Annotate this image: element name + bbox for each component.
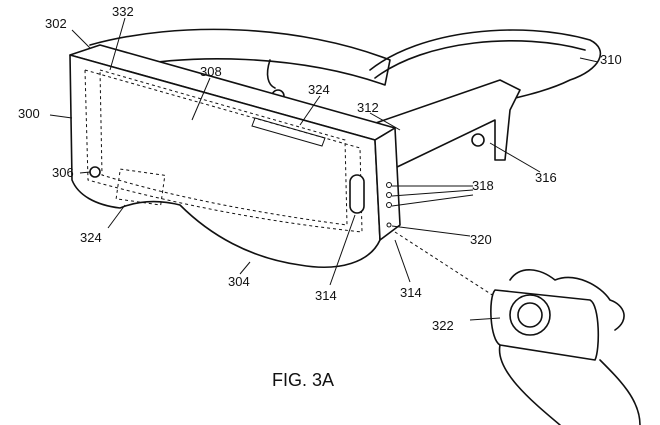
label-310: 310 [600, 52, 622, 67]
hand [498, 269, 641, 425]
housing-side [374, 127, 401, 241]
temple-arm-left [89, 28, 391, 86]
signal-line [394, 231, 501, 301]
label-322: 322 [432, 318, 454, 333]
head-strap [369, 29, 602, 111]
label-308: 308 [200, 64, 222, 79]
leader-lines [49, 17, 599, 321]
label-320: 320 [470, 232, 492, 247]
label-304: 304 [228, 274, 250, 289]
component-324-lower [115, 168, 166, 206]
temple-arm-right [369, 79, 521, 169]
label-332: 332 [112, 4, 134, 19]
label-324-top: 324 [308, 82, 330, 97]
label-324-lower: 324 [80, 230, 102, 245]
label-314-side: 314 [400, 285, 422, 300]
label-312: 312 [357, 100, 379, 115]
slot-314 [349, 174, 365, 214]
button-306[interactable] [89, 166, 101, 178]
housing-front [69, 54, 381, 268]
label-318: 318 [472, 178, 494, 193]
label-302: 302 [45, 16, 67, 31]
earphone [266, 59, 276, 89]
side-buttons[interactable] [386, 182, 392, 228]
label-300: 300 [18, 106, 40, 121]
figure-caption: FIG. 3A [272, 370, 334, 390]
label-314-front: 314 [315, 288, 337, 303]
component-324-top [251, 117, 326, 147]
display-outline [84, 69, 363, 233]
label-306: 306 [52, 165, 74, 180]
label-316: 316 [535, 170, 557, 185]
